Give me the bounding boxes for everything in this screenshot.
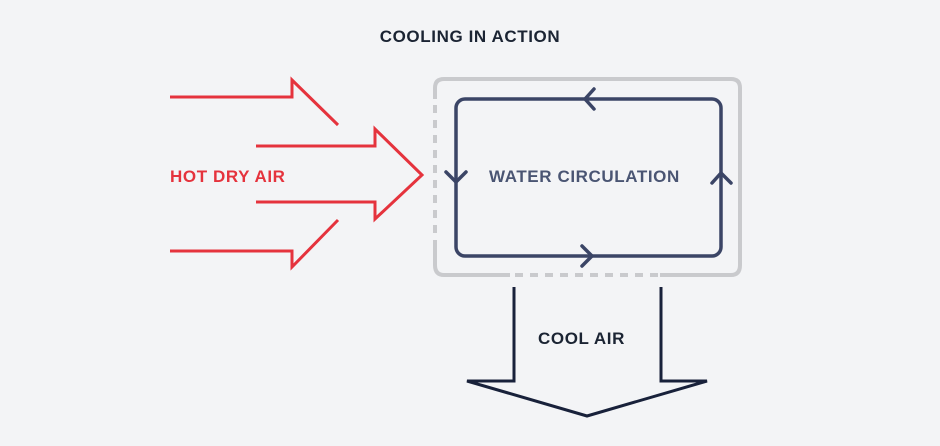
water-loop-rect [454,97,723,258]
water-circulation-label: WATER CIRCULATION [489,167,680,186]
water-arrow-bottom-icon [580,244,594,268]
water-circulation-loop [444,87,733,268]
cool-air-label: COOL AIR [538,329,625,348]
cooling-pad-frame [433,77,742,277]
hot-air-arrow-4 [170,218,340,271]
hot-air-label: HOT DRY AIR [170,167,286,186]
water-arrow-top-icon [583,87,596,111]
water-arrow-right-icon [710,171,733,185]
pad-frame-solid [433,77,742,277]
pad-frame-solid-bottom-left [433,247,510,277]
hot-air-arrow-1 [170,76,340,127]
hot-air-arrow-2 [256,125,425,223]
diagram-title: COOLING IN ACTION [379,27,561,46]
cool-air-arrow [466,287,708,418]
hot-air-arrows [170,76,425,271]
water-arrow-left-icon [444,170,468,184]
